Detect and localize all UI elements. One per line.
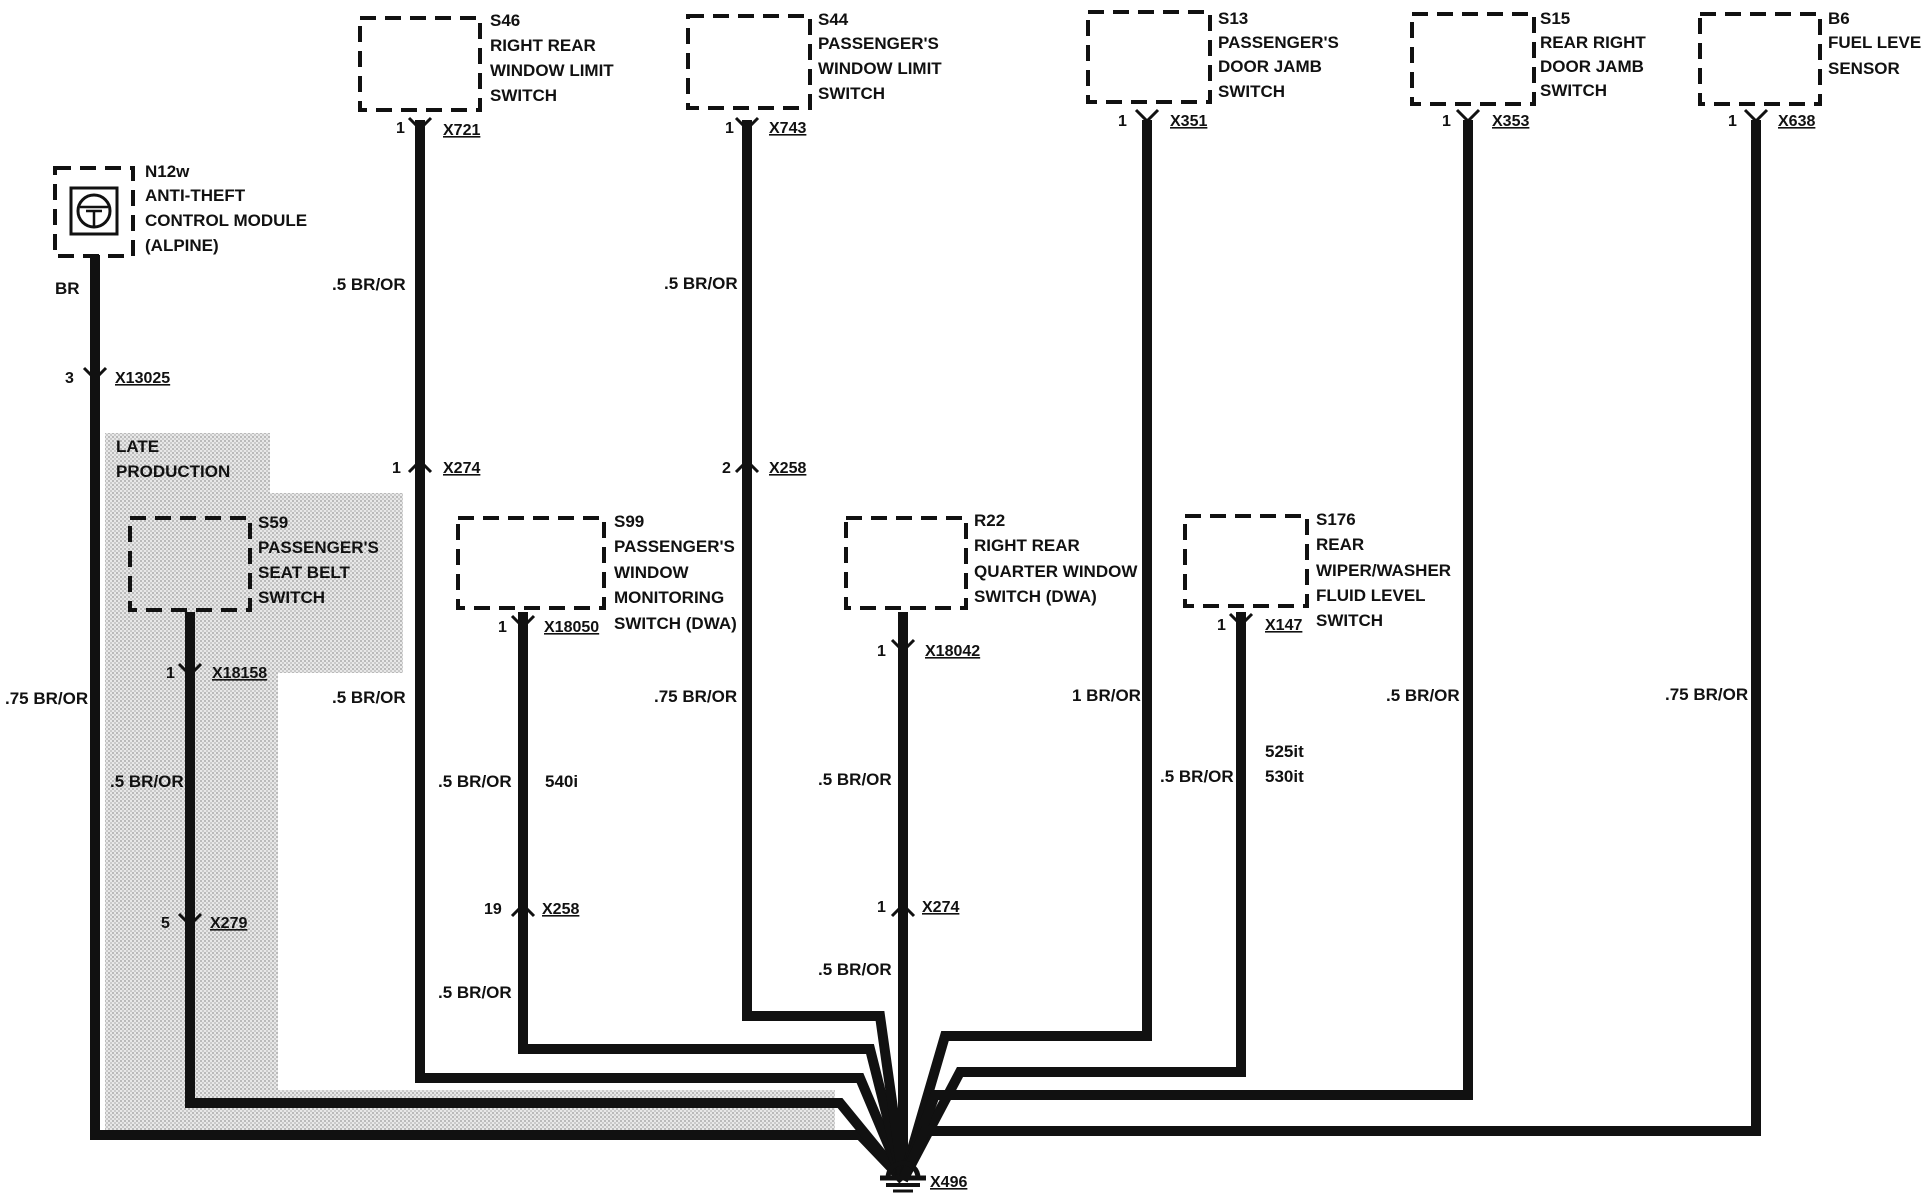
svg-text:.5 BR/OR: .5 BR/OR (818, 960, 892, 979)
svg-text:.5 BR/OR: .5 BR/OR (110, 772, 184, 791)
svg-text:X13025: X13025 (115, 370, 170, 387)
svg-text:X353: X353 (1492, 113, 1529, 130)
svg-text:1: 1 (1118, 113, 1127, 130)
wire-labels: .5 BR/OR .5 BR/OR .75 BR/OR .5 BR/OR .75… (5, 274, 1748, 1002)
svg-text:X258: X258 (769, 460, 806, 477)
wire-s99 (518, 612, 908, 1182)
svg-text:BR: BR (55, 279, 80, 298)
svg-text:1: 1 (725, 120, 734, 137)
component-n12w: N12w ANTI-THEFT CONTROL MODULE (ALPINE) … (53, 162, 312, 387)
svg-text:.5 BR/OR: .5 BR/OR (1160, 767, 1234, 786)
ground-icon (885, 1160, 921, 1179)
svg-text:525it: 525it (1265, 742, 1304, 761)
svg-text:1: 1 (392, 460, 401, 477)
component-n12w-label: N12w ANTI-THEFT CONTROL MODULE (ALPINE) (145, 162, 312, 255)
svg-text:X279: X279 (210, 915, 247, 932)
component-b6-label: B6 FUEL LEVEL SENSOR (1828, 9, 1922, 78)
svg-text:2: 2 (722, 460, 731, 477)
svg-text:1: 1 (1728, 113, 1737, 130)
svg-text:.75 BR/OR: .75 BR/OR (1665, 685, 1748, 704)
component-s15: S15 REAR RIGHT DOOR JAMB SWITCH 1 X353 (1410, 9, 1651, 130)
svg-text:X496: X496 (930, 1174, 967, 1191)
component-s44: S44 PASSENGER'S WINDOW LIMIT SWITCH 1 X7… (686, 10, 946, 137)
svg-text:X18050: X18050 (544, 619, 599, 636)
svg-text:1: 1 (1442, 113, 1451, 130)
svg-text:.5 BR/OR: .5 BR/OR (438, 983, 512, 1002)
svg-text:X147: X147 (1265, 617, 1302, 634)
svg-text:.75 BR/OR: .75 BR/OR (654, 687, 737, 706)
svg-text:.5 BR/OR: .5 BR/OR (1386, 686, 1460, 705)
svg-text:X743: X743 (769, 120, 806, 137)
svg-text:5: 5 (161, 915, 170, 932)
svg-text:1: 1 (877, 643, 886, 660)
wire-s44 (742, 120, 908, 1181)
ground-x496: X496 (880, 1160, 967, 1193)
component-s13-label: S13 PASSENGER'S DOOR JAMB SWITCH (1218, 9, 1344, 101)
component-b6: B6 FUEL LEVEL SENSOR 1 X638 (1698, 9, 1922, 130)
component-s46: S46 RIGHT REAR WINDOW LIMIT SWITCH 1 X72… (358, 11, 618, 139)
wire-s13 (898, 120, 1152, 1182)
svg-text:540i: 540i (545, 772, 578, 791)
svg-text:.5 BR/OR: .5 BR/OR (332, 275, 406, 294)
svg-text:X274: X274 (443, 460, 480, 477)
svg-text:.75 BR/OR: .75 BR/OR (5, 689, 88, 708)
component-s15-label: S15 REAR RIGHT DOOR JAMB SWITCH (1540, 9, 1651, 100)
svg-text:1: 1 (166, 665, 175, 682)
svg-text:.5 BR/OR: .5 BR/OR (438, 772, 512, 791)
component-s59: S59 PASSENGER'S SEAT BELT SWITCH 1 X1815… (128, 513, 384, 682)
svg-text:X721: X721 (443, 122, 480, 139)
svg-text:X258: X258 (542, 901, 579, 918)
component-s99-label: S99 PASSENGER'S WINDOW MONITORING SWITCH… (614, 512, 740, 633)
component-s59-label: S59 PASSENGER'S SEAT BELT SWITCH (258, 513, 384, 607)
wire-b6 (898, 120, 1761, 1183)
connector-marks (82, 108, 1769, 928)
wire-s15 (898, 120, 1473, 1182)
svg-text:1: 1 (498, 619, 507, 636)
component-r22: R22 RIGHT REAR QUARTER WINDOW SWITCH (DW… (844, 511, 1142, 660)
wire-s59 (185, 612, 907, 1184)
svg-text:X18158: X18158 (212, 665, 267, 682)
component-s44-label: S44 PASSENGER'S WINDOW LIMIT SWITCH (818, 10, 946, 103)
svg-text:X18042: X18042 (925, 643, 980, 660)
late-production-label: LATE PRODUCTION (116, 437, 230, 481)
svg-text:X638: X638 (1778, 113, 1815, 130)
model-notes: 540i 525it 530it (545, 742, 1304, 791)
component-r22-label: R22 RIGHT REAR QUARTER WINDOW SWITCH (DW… (974, 511, 1142, 606)
svg-text:3: 3 (65, 370, 74, 387)
late-production-region (105, 433, 835, 1130)
svg-text:1: 1 (877, 899, 886, 916)
svg-text:.5 BR/OR: .5 BR/OR (818, 770, 892, 789)
svg-text:X274: X274 (922, 899, 959, 916)
svg-text:530it: 530it (1265, 767, 1304, 786)
svg-text:1: 1 (396, 120, 405, 137)
component-s46-label: S46 RIGHT REAR WINDOW LIMIT SWITCH (490, 11, 618, 105)
inline-connectors: 1 X274 2 X258 5 X279 19 X258 1 X274 (161, 460, 959, 932)
svg-text:.5 BR/OR: .5 BR/OR (332, 688, 406, 707)
wires (90, 120, 1761, 1184)
component-s176-label: S176 REAR WIPER/WASHER FLUID LEVEL SWITC… (1316, 510, 1456, 630)
svg-text:.5 BR/OR: .5 BR/OR (664, 274, 738, 293)
wire-s46 (415, 120, 908, 1182)
component-s99: S99 PASSENGER'S WINDOW MONITORING SWITCH… (456, 512, 740, 636)
module-symbol-icon (69, 186, 119, 236)
svg-text:1: 1 (1217, 617, 1226, 634)
svg-text:X351: X351 (1170, 113, 1207, 130)
component-s176: S176 REAR WIPER/WASHER FLUID LEVEL SWITC… (1183, 510, 1456, 634)
component-s13: S13 PASSENGER'S DOOR JAMB SWITCH 1 X351 (1086, 9, 1344, 130)
svg-text:1 BR/OR: 1 BR/OR (1072, 686, 1141, 705)
svg-text:19: 19 (484, 901, 502, 918)
